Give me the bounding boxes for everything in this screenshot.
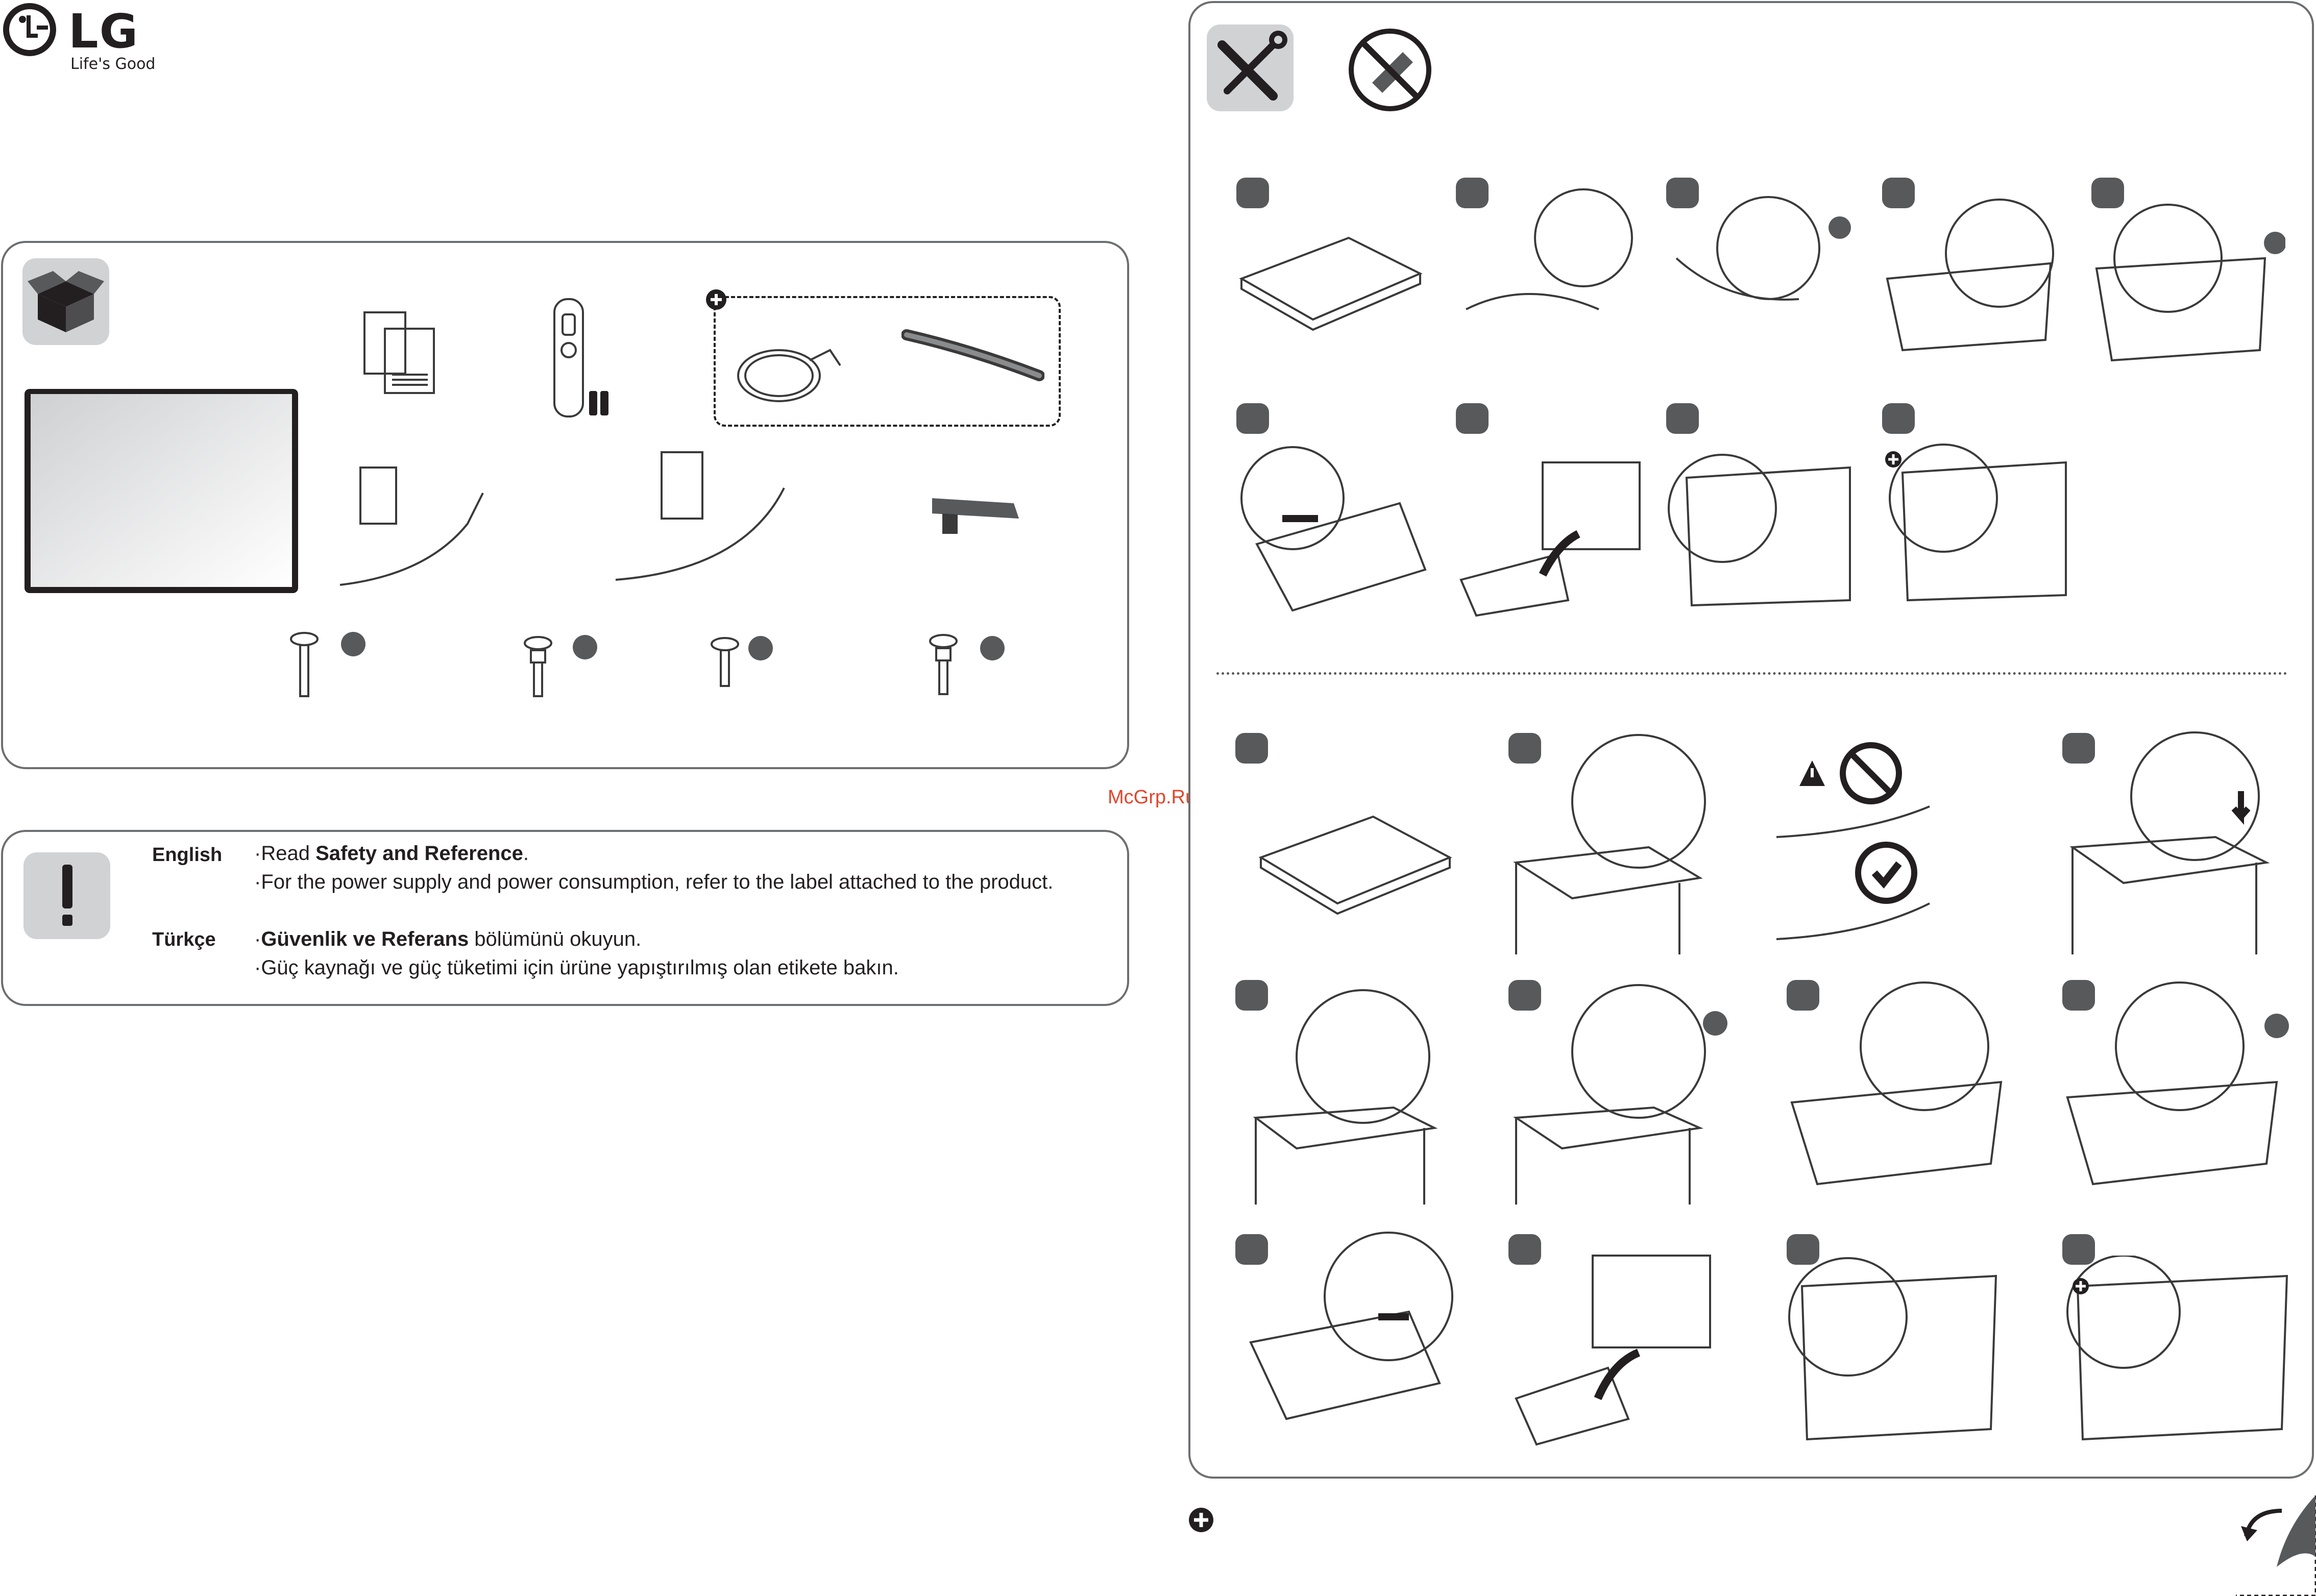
cable-holder-icon bbox=[922, 483, 1024, 554]
lg-logo: LG Life's Good bbox=[0, 0, 168, 77]
section-divider bbox=[1216, 672, 2287, 675]
lower-step-6-illustration bbox=[1787, 980, 2011, 1205]
upper-step-8-illustration bbox=[1666, 447, 1860, 610]
stand-small-icon bbox=[335, 462, 508, 595]
plus-circle-icon bbox=[1187, 1506, 1215, 1534]
notice-english-line-2: ·For the power supply and power consumpt… bbox=[254, 871, 1053, 894]
notice-english-line-1: ·Read Safety and Reference. bbox=[254, 842, 529, 865]
screwdriver-wrench-icon bbox=[1207, 24, 1294, 111]
screw-d-icon bbox=[928, 633, 959, 699]
tv-panel-illustration bbox=[21, 386, 302, 600]
screw-b-icon bbox=[523, 635, 553, 701]
lower-step-7-illustration bbox=[2062, 980, 2297, 1205]
upper-step-2-illustration bbox=[1456, 187, 1650, 340]
upper-step-1-marker bbox=[1236, 178, 1269, 208]
lower-step-1-marker bbox=[1235, 733, 1268, 764]
power-cable-icon bbox=[733, 325, 856, 411]
exclamation-icon bbox=[23, 852, 110, 939]
no-tools-icon bbox=[1347, 27, 1433, 113]
upper-step-6-marker bbox=[1236, 403, 1269, 434]
screw-a-icon bbox=[289, 631, 320, 702]
lower-step-9-illustration bbox=[1511, 1245, 1725, 1450]
upper-step-9-marker bbox=[1882, 403, 1915, 434]
logo-wordmark: LG bbox=[68, 4, 139, 59]
stand-large-icon bbox=[611, 447, 804, 590]
screw-a-badge bbox=[341, 632, 365, 656]
upper-step-1-illustration bbox=[1236, 217, 1430, 340]
upper-step-3-illustration bbox=[1666, 187, 1860, 350]
safety-notice-panel: English ·Read Safety and Reference. ·For… bbox=[1, 830, 1129, 1006]
lower-step-1-illustration bbox=[1256, 796, 1460, 929]
notice-language-english: English bbox=[152, 844, 222, 866]
upper-step-9-illustration bbox=[1882, 442, 2076, 605]
screw-d-badge bbox=[980, 636, 1005, 660]
screw-c-icon bbox=[710, 636, 740, 692]
lower-step-5-illustration bbox=[1511, 980, 1736, 1205]
page-curl-icon bbox=[2226, 1490, 2316, 1596]
notice-turkish-line-1: ·Güvenlik ve Referans bölümünü okuyun. bbox=[254, 928, 641, 951]
logo-tagline: Life's Good bbox=[70, 55, 155, 73]
remote-control-icon bbox=[544, 294, 616, 422]
upper-step-7-illustration bbox=[1456, 452, 1650, 626]
lower-step-10-illustration bbox=[1787, 1256, 2001, 1450]
lower-step-3-illustration bbox=[2062, 730, 2287, 954]
open-box-icon bbox=[22, 258, 109, 345]
lower-step-caution-illustration bbox=[1766, 730, 1981, 954]
screw-b-badge bbox=[573, 635, 597, 659]
upper-step-4-illustration bbox=[1882, 187, 2076, 360]
cable-cover-icon bbox=[901, 320, 1044, 391]
package-contents-panel bbox=[1, 241, 1129, 769]
upper-step-8-marker bbox=[1666, 403, 1699, 434]
lg-emblem-icon bbox=[1, 1, 58, 58]
lower-step-2-illustration bbox=[1511, 730, 1725, 954]
lower-step-11-illustration bbox=[2062, 1256, 2297, 1450]
upper-step-7-marker bbox=[1456, 403, 1489, 434]
lower-step-4-illustration bbox=[1246, 980, 1460, 1205]
upper-step-5-illustration bbox=[2091, 197, 2285, 371]
notice-language-turkish: Türkçe bbox=[152, 929, 216, 951]
upper-step-6-illustration bbox=[1236, 442, 1430, 616]
notice-turkish-line-2: ·Güç kaynağı ve güç tüketimi için ürüne … bbox=[254, 956, 899, 979]
plus-circle-icon bbox=[704, 288, 728, 311]
lower-step-8-illustration bbox=[1246, 1230, 1460, 1444]
screw-c-badge bbox=[748, 636, 773, 660]
manuals-icon bbox=[360, 308, 442, 400]
watermark-text: McGrp.Ru bbox=[1108, 787, 1196, 808]
